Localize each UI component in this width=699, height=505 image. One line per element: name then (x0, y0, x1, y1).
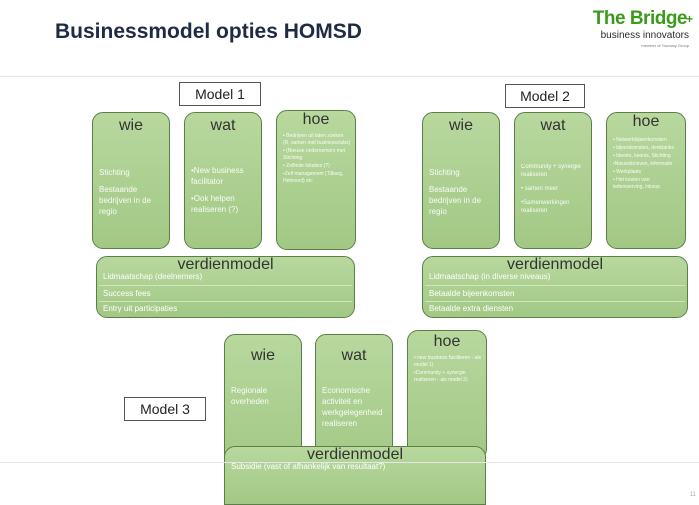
model-1-hoe-box: hoe • Bedrijven uit laten zoeken (R, sam… (276, 110, 356, 250)
box-title: hoe (433, 333, 461, 350)
text-line: • Het kosten van ledenwerving, inkoop (613, 177, 660, 190)
verdienmodel-line: Entry uit participaties (103, 304, 178, 313)
model-2-wie-box: wie Stichting Bestaande bedrijven in de … (422, 112, 500, 249)
text-line: •Zelf management (Tilburg, Helmond) etc (283, 171, 344, 184)
model-3-label: Model 3 (124, 397, 206, 421)
box-text: Stichting Bestaande bedrijven in de regi… (99, 167, 165, 223)
box-title: hoe (302, 111, 330, 128)
model-2-hoe-box: hoe • Netwerkbijeenkomsten • bijeenkomst… (606, 112, 686, 249)
text-line: Community + synergie realiseren (521, 164, 581, 178)
text-line: •Community + synergie realiseren - als m… (414, 370, 468, 383)
text-line: • Bedrijven uit laten zoeken (R, samen m… (283, 133, 351, 146)
model-2-verdienmodel-box: verdienmodel Lidmaatschap (in diverse ni… (422, 256, 688, 318)
text-line: • bijeenkomsten, denktanks (613, 145, 674, 151)
model-1-label: Model 1 (179, 82, 261, 106)
divider (99, 285, 352, 286)
text-line: •New business facilitator (191, 166, 244, 186)
box-title: wie (250, 347, 275, 364)
page-title: Businessmodel opties HOMSD (55, 20, 362, 43)
text-line: • Netwerkbijeenkomsten (613, 137, 667, 143)
verdienmodel-line: Success fees (103, 289, 151, 298)
header-divider (0, 76, 699, 77)
verdienmodel-line: Subsidie (vast of afhankelijk van result… (231, 462, 386, 471)
model-3-verdienmodel-box: verdienmodel Subsidie (vast of afhankeli… (224, 446, 486, 505)
model-2-wat-box: wat Community + synergie realiseren • sa… (514, 112, 592, 249)
page-number: 11 (689, 492, 696, 498)
box-text: Regionale overheden (231, 385, 297, 413)
verdienmodel-title: verdienmodel (177, 256, 274, 273)
text-line: •Samenwerkingen realiseren (521, 200, 570, 214)
text-line: •Ook helpen realiseren (?) (191, 194, 239, 214)
text-line: • Zelfinde lokaties (?) (283, 163, 330, 169)
logo-main-text: The Bridge (592, 8, 688, 29)
box-text: • new business faciliteren - als model 1… (414, 355, 482, 385)
verdienmodel-line: Betaalde bijeenkomsten (429, 289, 515, 298)
verdienmodel-line: Lidmaatschap (deelnemers) (103, 272, 203, 281)
text-line: Stichting (99, 168, 130, 177)
the-bridge-logo: The Bridge + business innovators member … (565, 6, 695, 52)
text-line: • (Nieuwe ondernemers met Stichting (283, 148, 346, 161)
box-title: wie (448, 117, 473, 134)
text-line: Stichting (429, 168, 460, 177)
divider (99, 301, 352, 302)
text-line: Economische activiteit en werkgelegenhei… (322, 386, 383, 428)
text-line: Bestaande bedrijven in de regio (429, 185, 482, 216)
divider (425, 285, 685, 286)
box-text: • Netwerkbijeenkomsten • bijeenkomsten, … (613, 137, 681, 192)
text-line: • Ideeën, kennis, Stichting (613, 153, 671, 159)
model-1-wat-box: wat •New business facilitator •Ook helpe… (184, 112, 262, 249)
logo-plus-sign: + (685, 12, 693, 26)
box-text: •New business facilitator •Ook helpen re… (191, 165, 257, 221)
box-text: Stichting Bestaande bedrijven in de regi… (429, 167, 495, 223)
divider (425, 301, 685, 302)
text-line: • Werkplaats (613, 169, 642, 175)
box-title: hoe (632, 113, 660, 130)
box-text: • Bedrijven uit laten zoeken (R, samen m… (283, 133, 351, 186)
verdienmodel-title: verdienmodel (506, 256, 604, 273)
logo-tagline: member of Yourway Group (641, 43, 689, 48)
box-text: Community + synergie realiseren • samen … (521, 163, 587, 221)
model-2-label: Model 2 (505, 84, 585, 108)
model-3-hoe-box: hoe • new business faciliteren - als mod… (407, 330, 487, 460)
text-line: • new business faciliteren - als model 1… (414, 355, 482, 368)
verdienmodel-line: Betaalde extra diensten (429, 304, 514, 313)
model-1-verdienmodel-box: verdienmodel Lidmaatschap (deelnemers) S… (96, 256, 355, 318)
text-line: •Nieuwsbrieven, informatie (613, 161, 673, 167)
text-line: • samen meer (521, 186, 559, 192)
box-title: wat (540, 117, 566, 134)
model-1-wie-box: wie Stichting Bestaande bedrijven in de … (92, 112, 170, 249)
footer-divider (0, 462, 699, 463)
verdienmodel-title: verdienmodel (306, 446, 404, 463)
text-line: Bestaande bedrijven in de regio (99, 185, 152, 216)
box-title: wat (341, 347, 367, 364)
box-title: wat (210, 117, 236, 134)
box-text: Economische activiteit en werkgelegenhei… (322, 385, 388, 435)
box-title: wie (118, 117, 143, 134)
logo-subtitle: business innovators (600, 30, 689, 41)
verdienmodel-line: Lidmaatschap (in diverse niveaus) (429, 272, 551, 281)
text-line: Regionale overheden (231, 386, 269, 406)
